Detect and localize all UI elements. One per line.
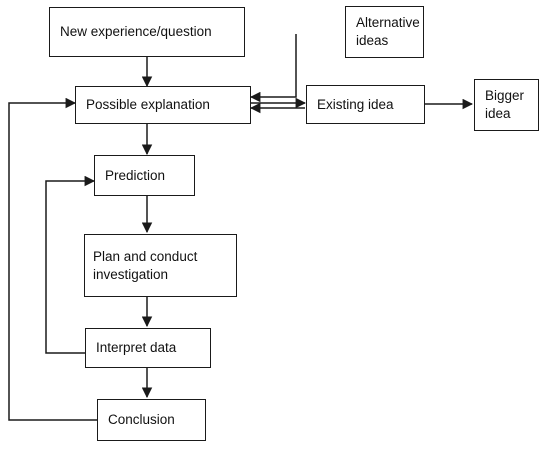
node-conclusion: Conclusion <box>97 399 206 441</box>
node-prediction: Prediction <box>94 155 195 196</box>
node-bigger-idea: Bigger idea <box>474 79 539 131</box>
label-new-experience: New experience/question <box>60 24 212 39</box>
label-interpret-data: Interpret data <box>96 340 177 355</box>
node-existing-idea: Existing idea <box>306 85 425 124</box>
label-conclusion: Conclusion <box>108 412 175 427</box>
node-alternative-ideas: Alternative ideas <box>345 6 424 58</box>
loop-conclusion-to-possible <box>8 97 97 421</box>
node-new-experience: New experience/question <box>49 7 245 57</box>
label-plan-investigation: Plan and conduct investigation <box>93 248 198 282</box>
label-prediction: Prediction <box>105 167 166 183</box>
node-interpret-data: Interpret data <box>85 328 211 368</box>
node-plan-investigation: Plan and conduct investigation <box>84 234 237 297</box>
loop-interpret-to-prediction <box>45 175 96 354</box>
arrow-alternative-to-possible <box>249 34 297 103</box>
label-existing-idea: Existing idea <box>317 96 394 112</box>
label-alternative-ideas: Alternative ideas <box>356 15 420 48</box>
label-bigger-idea: Bigger idea <box>485 88 525 121</box>
label-possible-explanation: Possible explanation <box>86 97 210 112</box>
node-possible-explanation: Possible explanation <box>75 86 251 124</box>
